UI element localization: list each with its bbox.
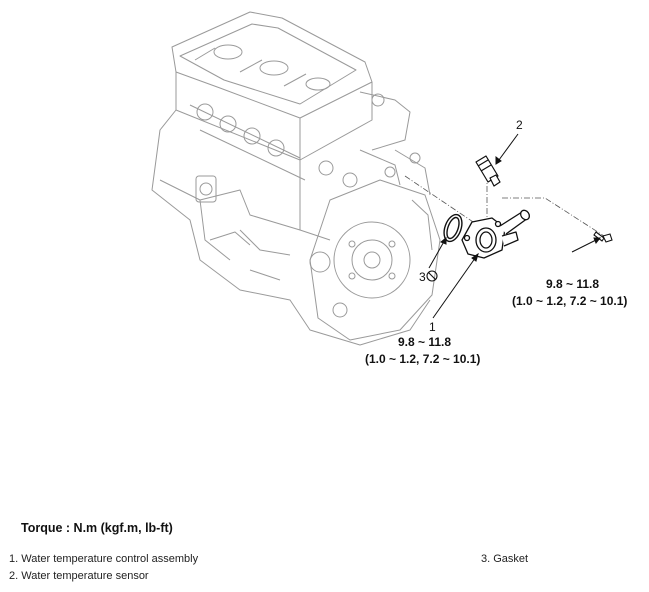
no-reuse-icon bbox=[426, 270, 438, 282]
torque-heading: Torque : N.m (kgf.m, lb-ft) bbox=[21, 521, 173, 535]
assembly-torque-units: (1.0 ~ 1.2, 7.2 ~ 10.1) bbox=[365, 352, 481, 366]
engine-illustration bbox=[151, 11, 441, 346]
legend-item-2: 2. Water temperature sensor bbox=[9, 570, 149, 582]
assembly-torque-value: 9.8 ~ 11.8 bbox=[398, 335, 452, 349]
callout-1-label: 1 bbox=[429, 320, 436, 334]
bolt-torque-value: 9.8 ~ 11.8 bbox=[546, 277, 600, 291]
legend-item-3: 3. Gasket bbox=[481, 553, 529, 565]
mounting-bolt bbox=[593, 231, 613, 243]
legend-item-1: 1. Water temperature control assembly bbox=[9, 553, 199, 565]
bolt-torque-units: (1.0 ~ 1.2, 7.2 ~ 10.1) bbox=[512, 294, 628, 308]
callout-3-label: 3 bbox=[419, 270, 426, 284]
water-temperature-control-assembly bbox=[461, 209, 531, 259]
callout-2-label: 2 bbox=[516, 118, 523, 132]
gasket bbox=[443, 213, 463, 243]
exploded-view-diagram bbox=[151, 11, 613, 346]
callout-leaders bbox=[428, 133, 602, 319]
water-temperature-sensor bbox=[475, 155, 501, 187]
